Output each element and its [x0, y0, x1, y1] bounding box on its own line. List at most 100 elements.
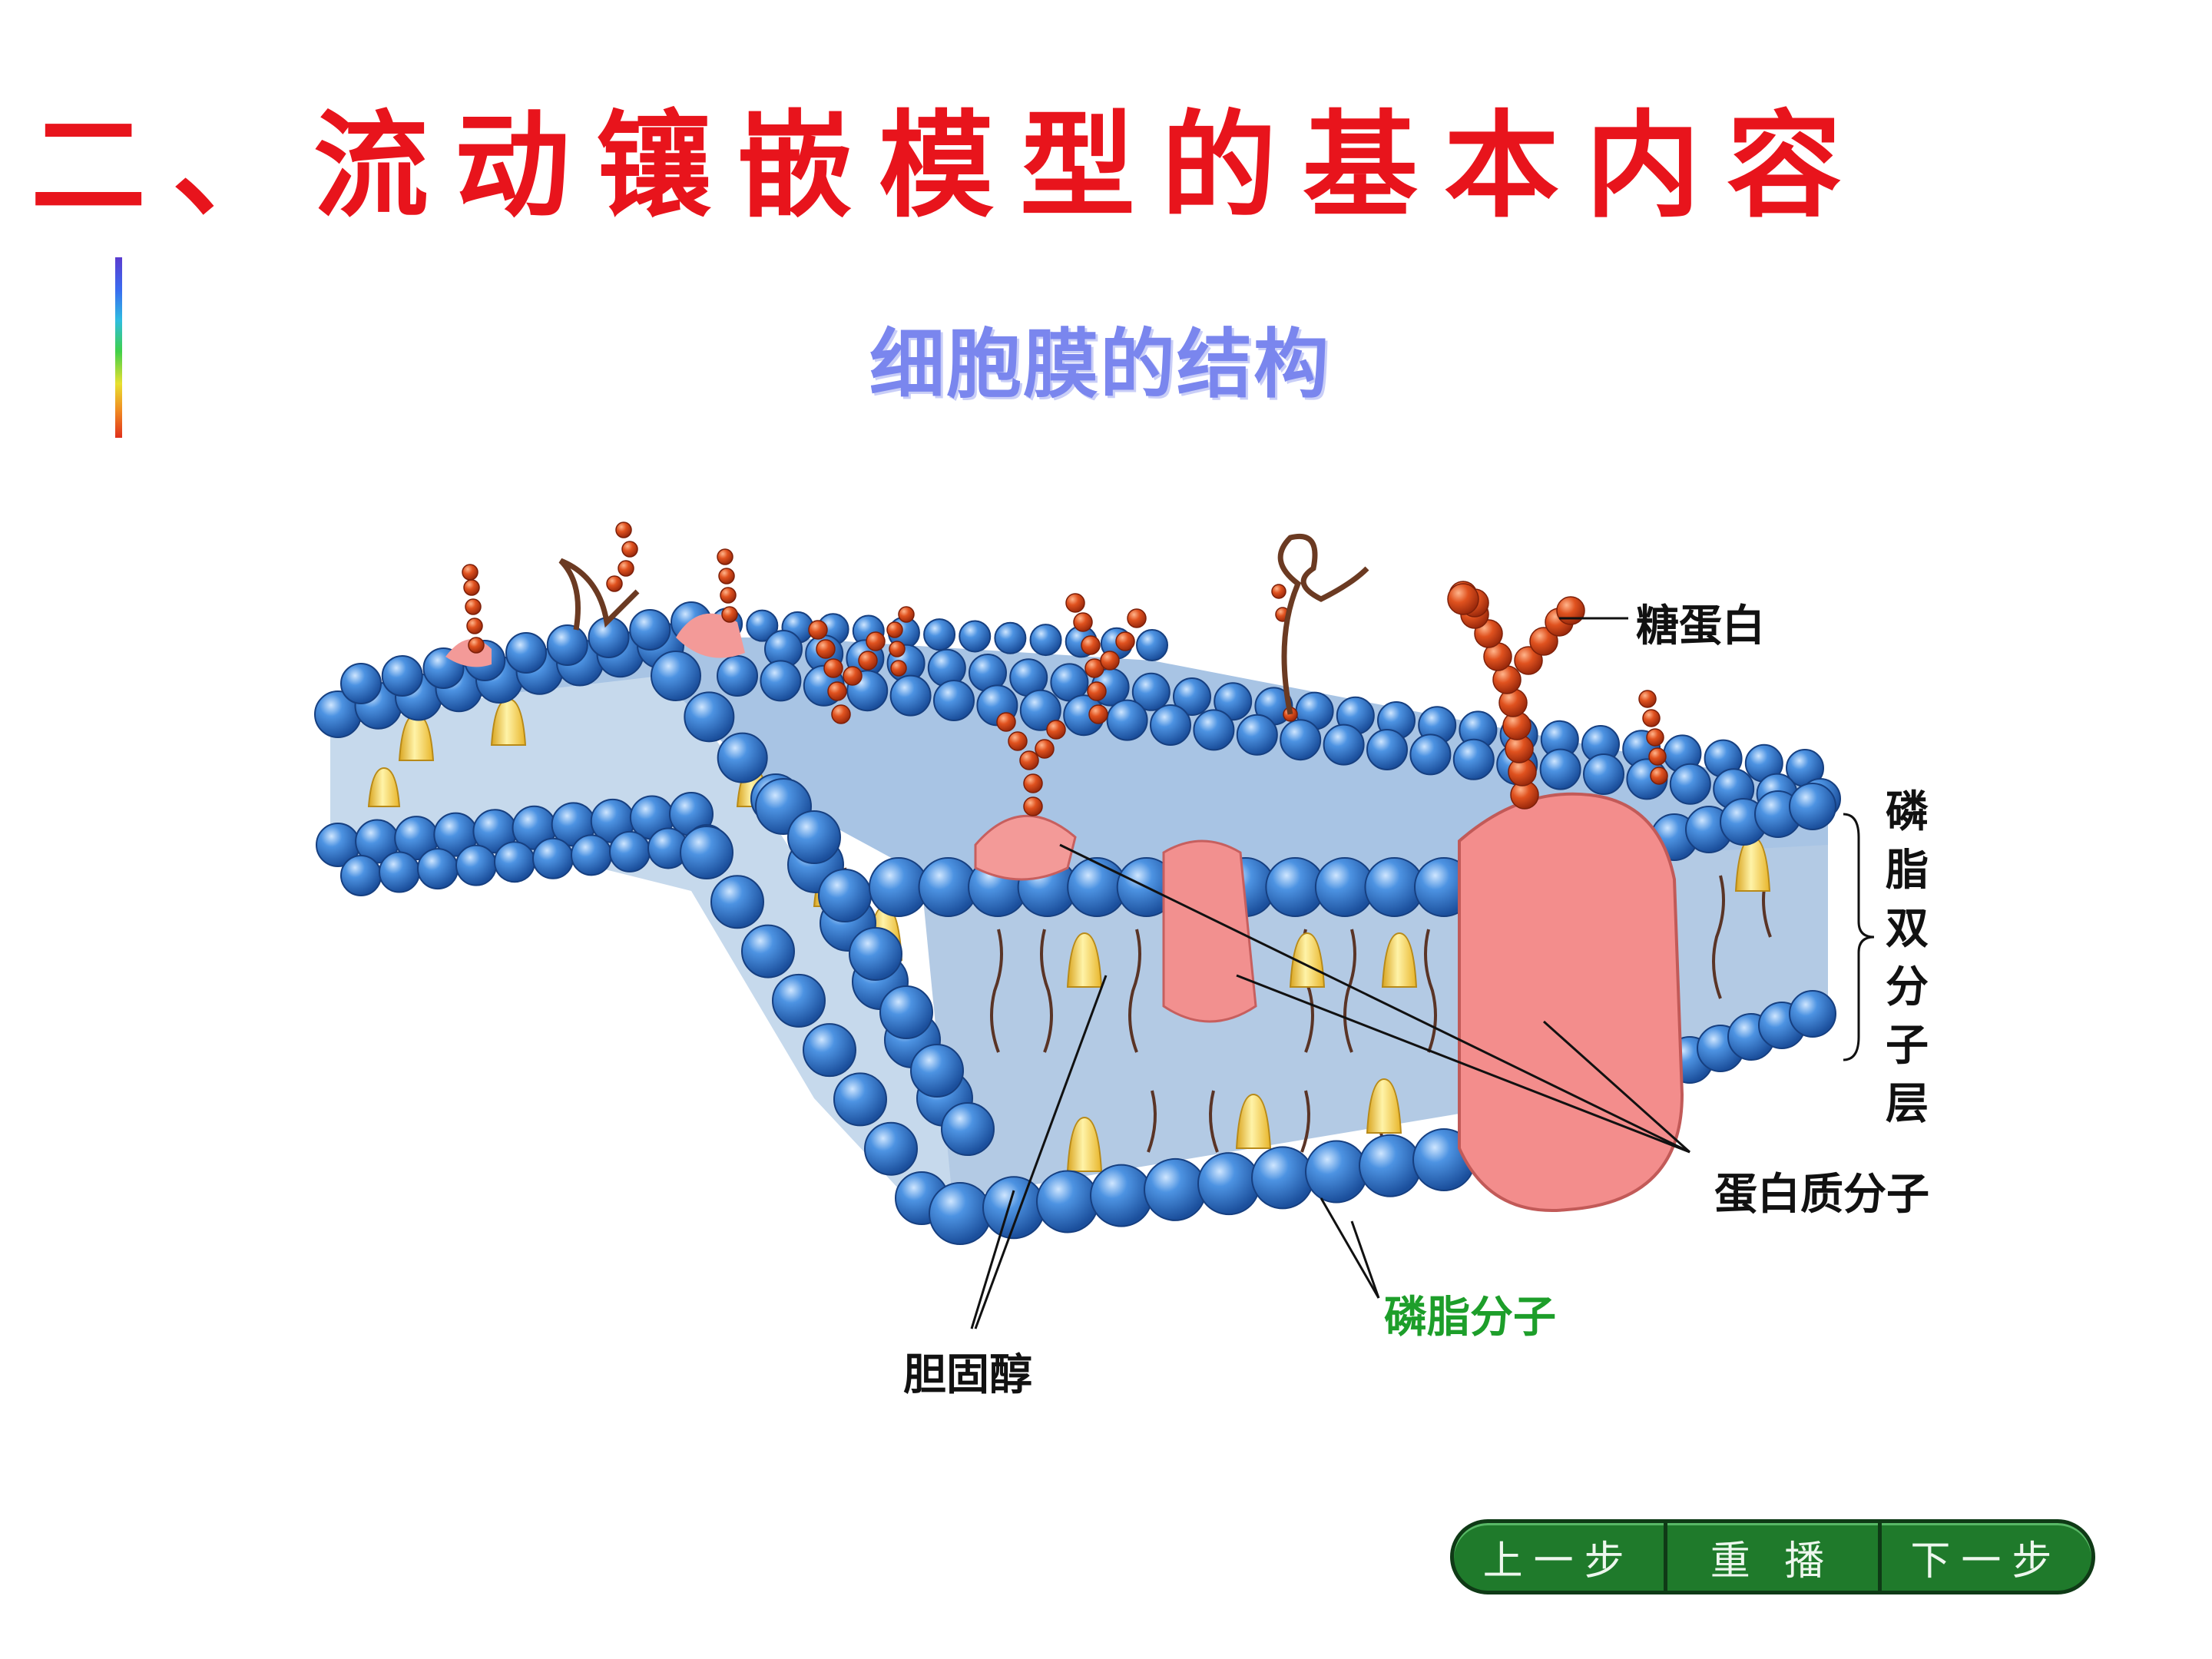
phospholipid-head: [571, 834, 612, 876]
phospholipid-head: [609, 830, 651, 873]
phospholipid-head: [684, 691, 735, 743]
sugar-bead: [1035, 739, 1055, 759]
sugar-bead: [1065, 593, 1085, 613]
navigation-bar: 上一步 重 播 下一步: [1450, 1519, 2095, 1594]
phospholipid-head: [1019, 689, 1061, 731]
sugar-bead: [1084, 658, 1104, 678]
label-bilayer: 磷脂双分子层: [1886, 787, 1929, 1129]
phospholipid-head: [1366, 729, 1408, 770]
sugar-bead: [823, 658, 843, 678]
phospholipid-head: [1036, 1170, 1099, 1233]
phospholipid-head: [717, 655, 758, 697]
phospholipid-head: [772, 973, 826, 1028]
phospholipid-head: [849, 927, 902, 981]
oligosaccharide-strands: [558, 534, 1369, 715]
phospholipid-head: [1583, 753, 1624, 795]
phospholipid-head: [1193, 709, 1235, 751]
phospholipid-head: [1251, 1146, 1314, 1210]
cholesterol-molecule: [1366, 1078, 1402, 1134]
sugar-bead: [1447, 583, 1479, 615]
sugar-bead: [1127, 608, 1147, 628]
label-cholesterol: 胆固醇: [903, 1350, 1032, 1400]
cholesterol-molecule: [1381, 932, 1418, 988]
phospholipid-head: [1029, 624, 1062, 657]
phospholipid-head: [1136, 629, 1168, 661]
phospholipid-head: [1323, 724, 1365, 766]
sugar-bead: [1088, 704, 1108, 724]
sugar-bead: [1648, 747, 1667, 766]
sugar-bead: [1081, 635, 1101, 655]
diagram-title: 细胞膜的结构: [869, 321, 1331, 409]
phospholipid-head: [1214, 682, 1253, 721]
cholesterol-molecule: [367, 767, 401, 807]
phospholipid-head: [1144, 1157, 1207, 1221]
prev-step-button[interactable]: 上一步: [1454, 1523, 1668, 1591]
phospholipid-head: [933, 680, 975, 721]
sugar-bead: [718, 568, 735, 584]
phospholipid-head: [1305, 1140, 1368, 1204]
sugar-bead: [1115, 631, 1135, 651]
phospholipid-head: [455, 844, 497, 886]
phospholipid-head: [1106, 699, 1148, 741]
phospholipid-head: [1150, 704, 1191, 746]
sugar-bead: [816, 639, 836, 659]
phospholipid-head: [381, 655, 423, 697]
phospholipid-head: [532, 837, 574, 879]
next-step-button[interactable]: 下一步: [1882, 1523, 2091, 1591]
slide-title: 二、流动镶嵌模型的基本内容: [31, 98, 1869, 233]
sugar-bead: [1023, 796, 1043, 816]
phospholipid-head: [651, 651, 701, 701]
sugar-bead: [1008, 731, 1028, 751]
phospholipid-head: [1539, 748, 1581, 790]
phospholipid-head: [379, 851, 420, 893]
sugar-bead: [1073, 612, 1093, 632]
sugar-bead: [996, 712, 1016, 732]
phospholipid-head: [818, 869, 872, 922]
phospholipid-head: [929, 1182, 992, 1245]
sugar-bead: [1646, 728, 1664, 747]
phospholipid-head: [741, 924, 795, 979]
phospholipid-head: [546, 624, 588, 666]
sugar-bead: [827, 681, 847, 701]
phospholipid-head: [803, 1023, 856, 1078]
sugar-bead: [1529, 627, 1558, 656]
phospholipid-head: [1789, 990, 1836, 1038]
phospholipid-head: [864, 1121, 918, 1176]
sugar-bead: [606, 575, 623, 592]
phospholipid-head: [746, 609, 779, 642]
phospholipid-head: [760, 660, 802, 702]
sugar-bead: [465, 598, 482, 615]
sugar-bead: [1023, 773, 1043, 793]
protein-cap: [676, 613, 745, 658]
sugar-bead: [1650, 767, 1668, 785]
sugar-bead: [463, 579, 480, 596]
sugar-bead: [886, 621, 903, 638]
sugar-bead: [898, 606, 915, 623]
phospholipid-head: [710, 875, 764, 929]
label-glycoprotein: 糖蛋白: [1636, 601, 1765, 651]
sugar-bead: [1271, 584, 1286, 599]
phospholipid-head: [1197, 1152, 1260, 1216]
sugar-bead: [889, 641, 906, 657]
phospholipid-head: [1359, 1134, 1422, 1197]
sugar-bead: [1638, 690, 1657, 708]
sugar-bead: [1556, 596, 1585, 625]
replay-button[interactable]: 重 播: [1667, 1523, 1882, 1591]
phospholipid-head: [787, 810, 841, 864]
accent-bar: [115, 257, 122, 438]
peripheral-protein: [974, 814, 1077, 881]
phospholipid-head: [417, 848, 459, 890]
sugar-bead: [717, 548, 733, 565]
phospholipid-head: [494, 841, 535, 883]
phospholipid-head: [1669, 763, 1711, 805]
sugar-bead: [621, 541, 638, 558]
cholesterol-molecule: [1235, 1093, 1272, 1149]
sugar-bead: [721, 606, 738, 623]
label-phospholipid: 磷脂分子: [1384, 1293, 1556, 1343]
cholesterol-molecule: [1289, 932, 1326, 988]
cholesterol-molecule: [1066, 932, 1103, 988]
phospholipid-head: [1409, 733, 1452, 776]
phospholipid-head: [1280, 719, 1322, 761]
sugar-bead: [866, 631, 886, 651]
phospholipid-head: [340, 663, 382, 704]
